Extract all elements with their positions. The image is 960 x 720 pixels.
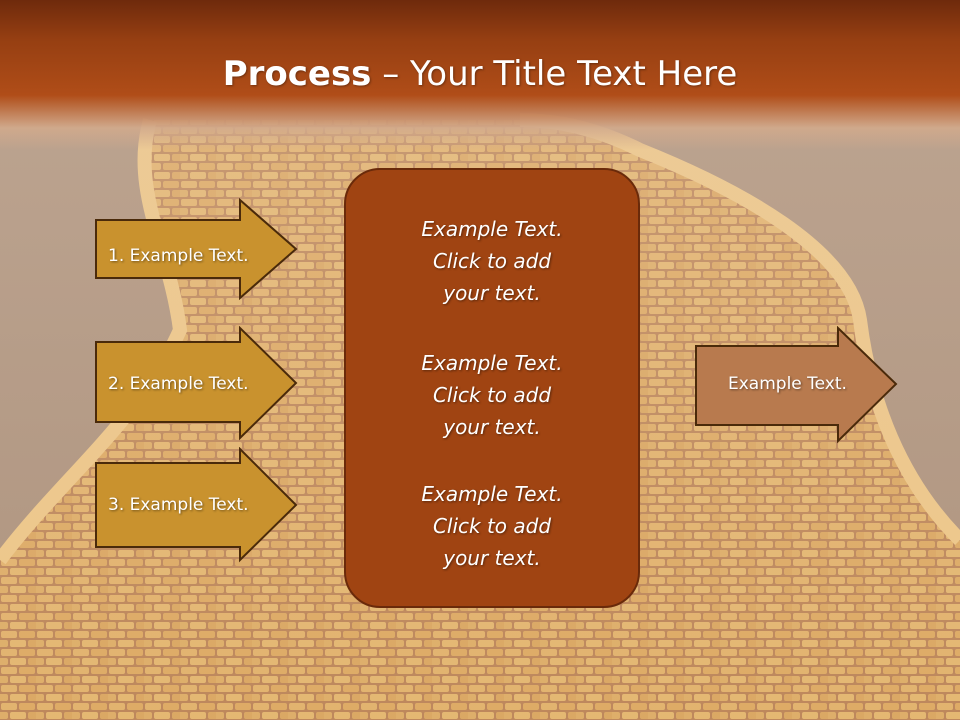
center-block-3-line-2: Click to add bbox=[432, 514, 552, 538]
step-arrow-1[interactable] bbox=[94, 198, 300, 300]
center-block-2-line-2: Click to add bbox=[432, 383, 552, 407]
center-block-2-line-1: Example Text. bbox=[421, 351, 563, 375]
center-block-3-line-1: Example Text. bbox=[421, 482, 563, 506]
step-arrow-3[interactable] bbox=[94, 447, 300, 563]
step-2-label: 2. Example Text. bbox=[108, 374, 249, 394]
center-block-3-line-3: your text. bbox=[443, 546, 541, 570]
title-bold: Process bbox=[222, 54, 372, 94]
title-rest: – Your Title Text Here bbox=[371, 54, 738, 94]
center-text-box[interactable] bbox=[344, 168, 640, 608]
step-1-label: 1. Example Text. bbox=[108, 246, 249, 266]
center-block-1-line-1: Example Text. bbox=[421, 217, 563, 241]
center-block-1: Example Text. Click to add your text. bbox=[344, 213, 640, 309]
center-block-3: Example Text. Click to add your text. bbox=[344, 478, 640, 574]
output-arrow[interactable] bbox=[694, 326, 900, 444]
center-block-2-line-3: your text. bbox=[443, 415, 541, 439]
output-label: Example Text. bbox=[728, 374, 847, 394]
center-block-1-line-3: your text. bbox=[443, 281, 541, 305]
title-banner bbox=[0, 0, 960, 150]
step-3-label: 3. Example Text. bbox=[108, 495, 249, 515]
step-arrow-2[interactable] bbox=[94, 326, 300, 441]
slide-title[interactable]: Process – Your Title Text Here bbox=[0, 52, 960, 96]
center-block-2: Example Text. Click to add your text. bbox=[344, 347, 640, 443]
center-block-1-line-2: Click to add bbox=[432, 249, 552, 273]
